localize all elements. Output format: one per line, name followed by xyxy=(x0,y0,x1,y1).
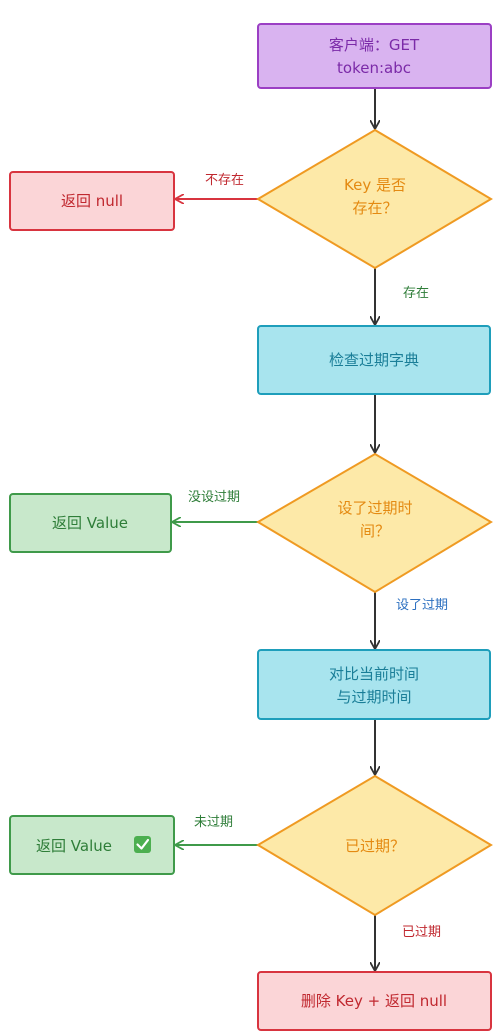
delete-return-node xyxy=(257,971,492,1031)
start-node-line-1: 客户端：GET xyxy=(329,36,420,54)
return-value-node-2 xyxy=(9,815,175,875)
return-null-node xyxy=(9,171,175,231)
has-expiry-line-2: 间？ xyxy=(360,522,390,540)
key-exists-line-1: Key 是否 xyxy=(344,176,406,194)
edge-label-is-expired: 已过期 xyxy=(402,925,441,940)
return-value-label-2: 返回 Value xyxy=(36,837,112,855)
expired-decision xyxy=(256,774,493,917)
compare-time-line-1: 对比当前时间 xyxy=(329,665,419,683)
start-node-line-2: token:abc xyxy=(337,59,411,77)
return-value-node-1 xyxy=(9,493,172,553)
key-exists-decision xyxy=(256,128,493,270)
return-null-label: 返回 null xyxy=(61,192,123,210)
edge-label-not-expired: 未过期 xyxy=(194,815,233,830)
expired-label: 已过期？ xyxy=(345,837,405,855)
has-expiry-decision xyxy=(256,452,493,594)
compare-time-node xyxy=(257,649,491,720)
check-dict-label: 检查过期字典 xyxy=(329,351,419,369)
key-exists-line-2: 存在？ xyxy=(352,199,397,217)
edge-label-exists: 存在 xyxy=(403,286,429,301)
check-dict-node xyxy=(257,325,491,395)
edge-label-has-expiry: 设了过期 xyxy=(396,598,448,613)
start-node xyxy=(257,23,492,89)
return-value-label-1: 返回 Value xyxy=(52,514,128,532)
edge-label-not-exists: 不存在 xyxy=(205,173,244,188)
edge-label-no-expiry: 没设过期 xyxy=(188,490,240,505)
compare-time-line-2: 与过期时间 xyxy=(336,688,411,706)
has-expiry-line-1: 设了过期时 xyxy=(337,499,412,517)
checkmark-icon xyxy=(134,836,151,853)
delete-return-label: 删除 Key + 返回 null xyxy=(301,992,447,1010)
